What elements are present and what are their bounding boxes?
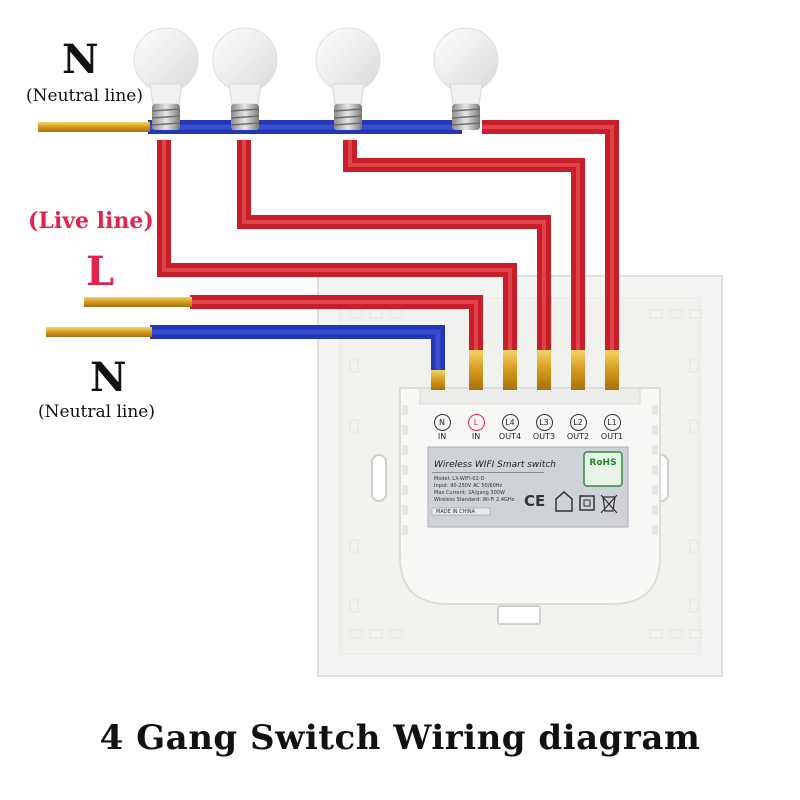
ce-mark-icon: CE [524,492,546,510]
device-label [427,446,629,528]
neutral-top-letter: N [62,36,99,83]
device-label-line: Model: LX-WIFI-02-D [434,476,485,482]
light-bulb-icon [315,27,381,130]
terminal-l-in: L IN [459,414,493,441]
light-bulb-icon [212,27,278,130]
live-label: (Live line) [28,208,154,234]
terminal-label: IN [471,432,481,441]
terminal-label: OUT2 [566,432,590,441]
terminal-symbol: L [467,414,485,431]
mounting-slot-left [371,454,387,502]
wire-live-in [190,295,483,352]
wire-end-neutral-bottom [46,327,152,337]
terminal-symbol: L3 [535,414,553,431]
terminal-label: IN [437,432,447,441]
rohs-label: RoHS [589,458,617,468]
live-letter: L [86,248,115,295]
terminal-out3: L3 OUT3 [527,414,561,441]
device-label-line: Wireless Standard: Wi-Fi 2.4GHz [434,497,515,503]
diagram-title: 4 Gang Switch Wiring diagram [99,718,701,758]
neutral-bottom-label: (Neutral line) [38,402,155,422]
made-in-label: MADE IN CHINA [436,509,476,515]
square-icon [579,495,595,511]
neutral-bottom-letter: N [90,354,127,401]
terminal-symbol: N [433,414,451,431]
terminal-out2: L2 OUT2 [561,414,595,441]
terminal-n-in: N IN [425,414,459,441]
wire-neutral-in [150,325,445,372]
wire-out2 [343,140,585,352]
terminal-symbol: L2 [569,414,587,431]
switch-plate [317,275,723,677]
terminal-label: OUT3 [532,432,556,441]
weee-bin-icon [600,494,618,514]
device-label-line: Max Current: 2A/gang 300W [434,490,505,496]
light-bulb-icon [433,27,499,130]
device-label-title: Wireless WIFI Smart switch [434,460,556,470]
wire-out4 [157,140,517,352]
terminal-out4: L4 OUT4 [493,414,527,441]
terminal-symbol: L4 [501,414,519,431]
rohs-icon [583,451,623,487]
neutral-top-label: (Neutral line) [26,86,143,106]
wire-out1 [482,120,619,352]
terminal-label: OUT4 [498,432,522,441]
light-bulb-icon [133,27,199,130]
wire-out3 [237,140,551,352]
wire-end-live [84,297,192,307]
device-label-line: Input: 90-250V AC 50/60Hz [434,483,503,489]
terminal-label: OUT1 [600,432,624,441]
terminal-symbol: L1 [603,414,621,431]
terminal-copper-ends [431,350,619,390]
terminal-out1: L1 OUT1 [595,414,629,441]
wire-end-neutral-top [38,122,150,132]
house-icon [555,491,573,512]
